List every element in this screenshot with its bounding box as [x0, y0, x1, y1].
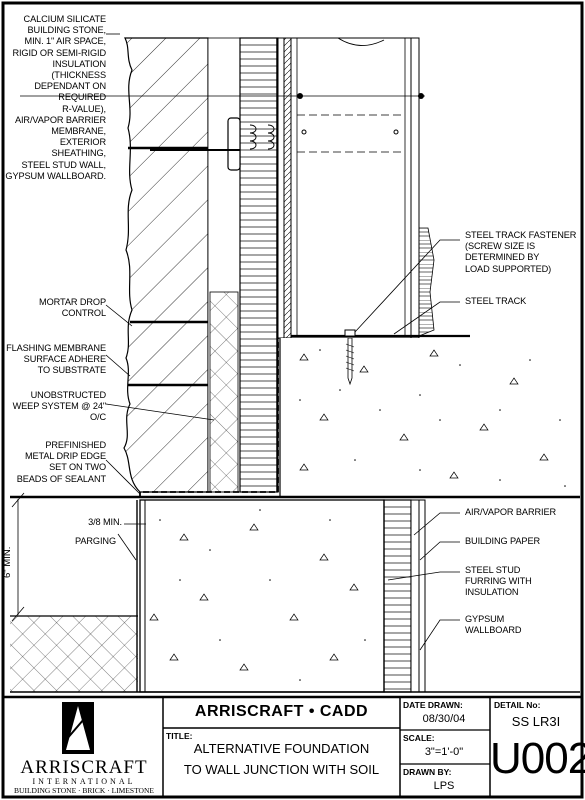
detail-number: U002 — [490, 734, 585, 783]
scale-value: 3"=1'-0" — [424, 746, 464, 758]
track-fastener — [344, 329, 356, 386]
label-mortar-drop: MORTAR DROP CONTROL — [39, 297, 106, 319]
drawn-by-value: LPS — [433, 780, 455, 792]
date-label: DATE DRAWN: — [403, 700, 463, 710]
label-gypsum: GYPSUM WALLBOARD — [465, 614, 522, 636]
label-air-vapor: AIR/VAPOR BARRIER — [465, 507, 557, 517]
label-steel-stud-furring: STEEL STUD FURRING WITH INSULATION — [465, 565, 532, 598]
arriscraft-logo-icon — [62, 702, 94, 754]
label-3-8-min: 3/8 MIN. — [88, 517, 122, 527]
label-steel-track-fastener: STEEL TRACK FASTENER (SCREW SIZE IS DETE… — [465, 230, 577, 274]
scale-label: SCALE: — [403, 733, 435, 743]
slab-aggregate — [299, 349, 549, 479]
label-drip-edge: PREFINISHED METAL DRIP EDGE SET ON TWO B… — [16, 440, 106, 484]
masonry-tie — [150, 117, 275, 171]
company-sub: INTERNATIONAL — [32, 777, 136, 786]
label-weep: UNOBSTRUCTED WEEP SYSTEM @ 24" O/C — [12, 390, 107, 423]
stone-veneer — [123, 37, 209, 493]
label-6-min: 6" MIN. — [2, 546, 13, 578]
date-value: 08/30/04 — [422, 713, 466, 725]
drawing-title-line1: ALTERNATIVE FOUNDATION — [193, 741, 370, 756]
company-name: ARRISCRAFT — [20, 757, 148, 778]
label-parging: PARGING — [75, 536, 116, 546]
title-label: TITLE: — [166, 731, 193, 741]
detail-no-label: DETAIL No: — [494, 700, 541, 710]
label-flashing: FLASHING MEMBRANE SURFACE ADHERE TO SUBS… — [6, 343, 106, 376]
title-block-header: ARRISCRAFT • CADD — [194, 703, 369, 720]
label-steel-track: STEEL TRACK — [465, 296, 527, 306]
label-wall-assembly: CALCIUM SILICATE BUILDING STONE, MIN. 1"… — [5, 14, 106, 181]
title-block-frame — [3, 695, 582, 797]
label-building-paper: BUILDING PAPER — [465, 536, 541, 546]
detail-series: SS LR3I — [511, 714, 561, 729]
drawn-by-label: DRAWN BY: — [403, 767, 452, 777]
drawing-title-line2: TO WALL JUNCTION WITH SOIL — [183, 762, 380, 777]
company-tagline: BUILDING STONE · BRICK · LIMESTONE — [14, 786, 154, 795]
